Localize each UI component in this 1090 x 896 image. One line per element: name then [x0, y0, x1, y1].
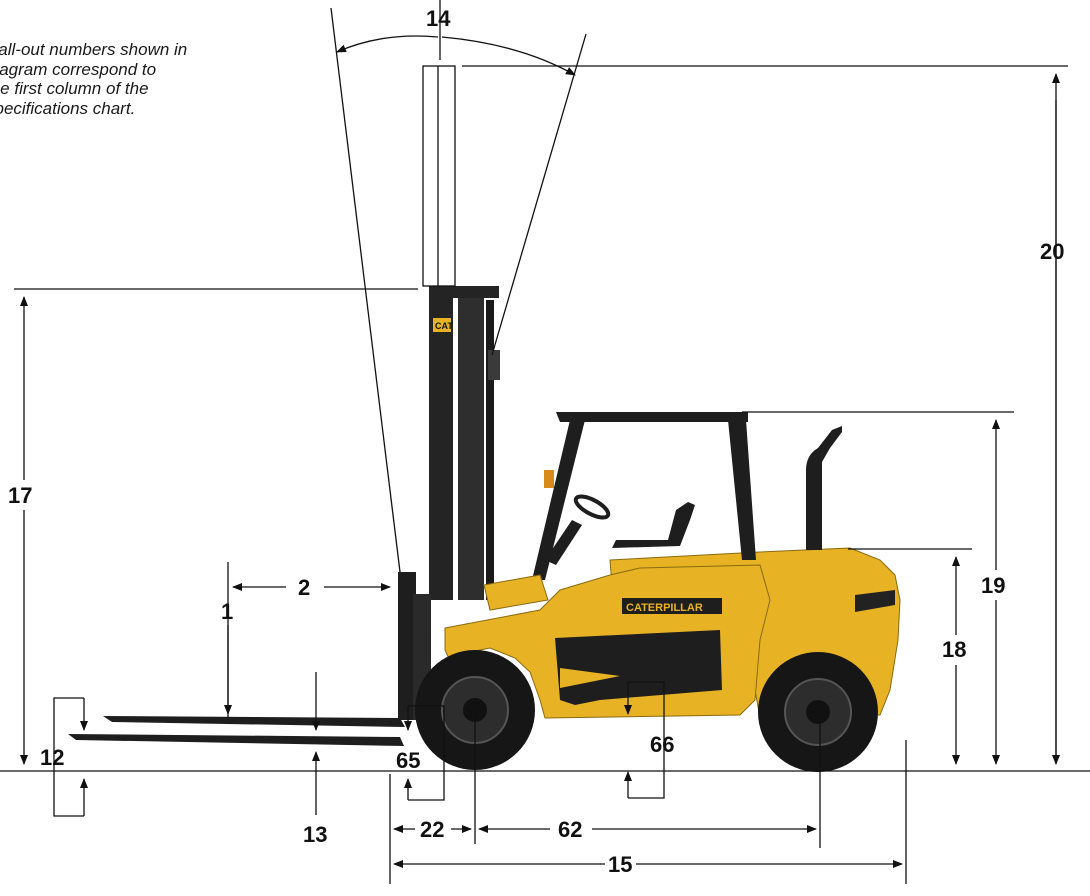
note-line: specifications chart. [0, 98, 136, 118]
mast-logo [433, 318, 451, 332]
step-trim [560, 668, 620, 688]
callout-66: 66 [650, 732, 674, 757]
brand-decal [622, 598, 722, 614]
dim-65-bracket [408, 705, 445, 801]
overhead-guard-roof [556, 412, 748, 422]
callout-65: 65 [396, 748, 420, 773]
overhead-guard-front-post [532, 420, 585, 580]
note-line: the first column of the [0, 79, 149, 98]
note-line: Call-out numbers shown in [0, 40, 188, 59]
dim-66-bracket [628, 681, 665, 799]
mast-logo-text: CAT [435, 321, 453, 331]
mast-crosshead [429, 286, 499, 298]
exhaust-stack [806, 426, 842, 550]
backward-tilt-line [491, 33, 587, 356]
warning-light [544, 470, 554, 488]
callout-1: 1 [221, 599, 233, 624]
callout-17: 17 [8, 483, 32, 508]
mast-inner-rail [458, 292, 484, 600]
callout-62: 62 [558, 817, 582, 842]
callout-12: 12 [40, 745, 64, 770]
fork-carriage [398, 572, 416, 720]
rear-axle-center-mark [811, 705, 825, 719]
callout-labels: 14 20 17 19 18 2 1 12 13 65 66 22 62 15 [8, 6, 1064, 877]
forklift-illustration: CATERPILLAR CAT [68, 286, 901, 772]
callout-18: 18 [942, 637, 966, 662]
callout-13: 13 [303, 822, 327, 847]
side-panel [555, 630, 722, 705]
tilt-linkage [483, 574, 549, 611]
lift-cylinder [486, 300, 494, 600]
rear-grille [855, 590, 895, 612]
callout-20: 20 [1040, 239, 1064, 264]
tilt-arc-forward [336, 35, 439, 53]
upper-fork [103, 716, 405, 727]
callout-19: 19 [981, 573, 1005, 598]
callout-15: 15 [608, 852, 632, 877]
raised-mast-outline [422, 65, 456, 287]
operator-seat [612, 502, 695, 548]
dim-12-bracket [53, 697, 84, 817]
callout-note: Call-out numbers shown in diagram corres… [0, 40, 286, 118]
brand-decal-text: CATERPILLAR [626, 602, 703, 614]
note-line: diagram correspond to [0, 59, 157, 79]
steering-column [545, 520, 582, 565]
overhead-guard-rear-post [728, 420, 756, 560]
lower-fork [68, 734, 404, 746]
callout-22: 22 [420, 817, 444, 842]
callout-14: 14 [426, 6, 451, 31]
mast-outer-rail [429, 288, 453, 600]
tilt-arc-backward [441, 36, 576, 76]
mast-bracket [488, 350, 500, 380]
steering-wheel [573, 494, 611, 520]
forward-tilt-line [330, 7, 401, 573]
callout-2: 2 [298, 575, 310, 600]
